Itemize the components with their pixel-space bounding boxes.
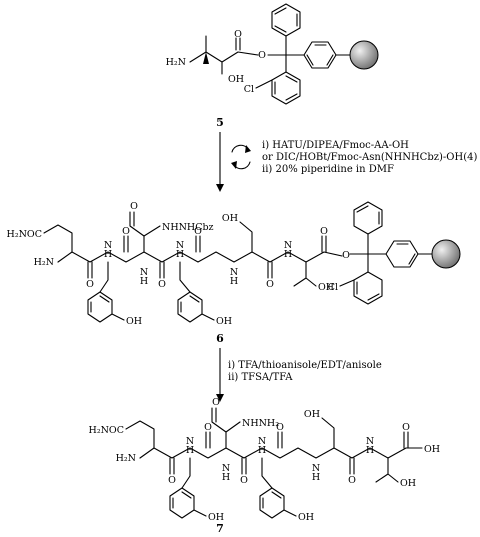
n-terminus-label: H₂N	[34, 257, 54, 268]
compound-7-number: 7	[216, 522, 224, 535]
co-o-label: O	[168, 475, 176, 486]
nhnhcbz-label: NHNHCbz	[162, 222, 214, 233]
side-chain-o-label: O	[212, 397, 220, 408]
step2-condition-2: ii) TFSA/TFA	[228, 372, 293, 383]
carbonyl-o-label: O	[234, 29, 242, 40]
step1-condition-3: ii) 20% piperidine in DMF	[262, 164, 394, 175]
glutamine-amide-label: H₂NOC	[89, 425, 124, 436]
step1-condition-1: i) HATU/DIPEA/Fmoc-AA-OH	[262, 140, 409, 151]
compound-6-number: 6	[216, 332, 224, 345]
phenol-oh-label: OH	[298, 512, 314, 523]
glutamine-amide-label: H₂NOC	[7, 229, 42, 240]
step2-condition-1: i) TFA/thioanisole/EDT/anisole	[228, 360, 382, 371]
compound-5-structure: H₂N OH O O Cl	[166, 3, 379, 105]
hydroxyl-label: OH	[228, 74, 244, 85]
resin-bead-icon	[349, 40, 379, 70]
co-o-label: O	[240, 475, 248, 486]
chloro-label: Cl	[244, 84, 254, 95]
co-o-label: O	[158, 279, 166, 290]
nhnh2-label: NHNH₂	[242, 418, 279, 429]
threonine-oh-label: OH	[318, 282, 334, 293]
co-o-label: O	[266, 279, 274, 290]
co-o-label: O	[320, 226, 328, 237]
step1-condition-2: or DIC/HOBt/Fmoc-Asn(NHNHCbz)-OH(4)	[262, 152, 477, 163]
threonine-oh-label: OH	[400, 478, 416, 489]
co-o-label: O	[204, 422, 212, 433]
co-o-label: O	[276, 422, 284, 433]
amine-label: H₂N	[166, 57, 186, 68]
co-o-label: O	[86, 279, 94, 290]
cycle-icon	[231, 144, 251, 170]
serine-oh-label: OH	[222, 213, 238, 224]
compound-5-number: 5	[216, 116, 224, 129]
ester-o-label: O	[258, 50, 266, 61]
co-o-label: O	[194, 226, 202, 237]
co-o-label: O	[348, 475, 356, 486]
reaction-arrow-2	[216, 348, 224, 402]
resin-bead-icon	[431, 239, 461, 269]
acid-oh-label: OH	[424, 444, 440, 455]
ester-o-label: O	[342, 250, 350, 261]
chloro-label: Cl	[328, 282, 338, 293]
co-o-label: O	[122, 226, 130, 237]
side-chain-o-label: O	[130, 201, 138, 212]
reaction-arrow-1	[216, 132, 224, 192]
serine-oh-label: OH	[304, 409, 320, 420]
phenol-oh-label: OH	[208, 512, 224, 523]
n-terminus-label: H₂N	[116, 453, 136, 464]
phenol-oh-label: OH	[216, 316, 232, 327]
phenol-oh-label: OH	[126, 316, 142, 327]
co-o-label: O	[402, 422, 410, 433]
